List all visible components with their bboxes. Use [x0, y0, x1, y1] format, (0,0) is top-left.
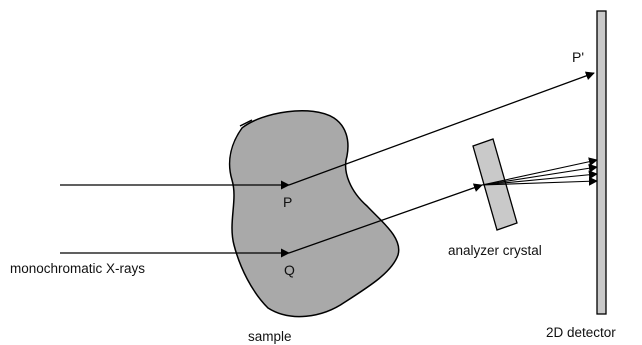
diffracted-ray-2	[481, 163, 598, 186]
label-Q: Q	[284, 262, 295, 278]
detector-plate	[596, 10, 607, 315]
beam-P-to-Pprime	[288, 71, 595, 186]
label-P: P	[283, 194, 292, 210]
label-sample: sample	[248, 329, 292, 344]
label-analyzer-crystal: analyzer crystal	[448, 243, 542, 258]
label-incoming-xrays: monochromatic X-rays	[10, 261, 145, 276]
label-P-prime: P'	[572, 49, 584, 65]
diffracted-ray-4	[481, 176, 598, 186]
label-2d-detector: 2D detector	[546, 325, 616, 340]
beam-Q-to-analyzer	[288, 183, 483, 254]
diffracted-ray-1	[481, 157, 598, 186]
sample-notch	[239, 119, 253, 127]
sample-shape	[228, 110, 400, 318]
diffracted-ray-3	[481, 170, 598, 186]
